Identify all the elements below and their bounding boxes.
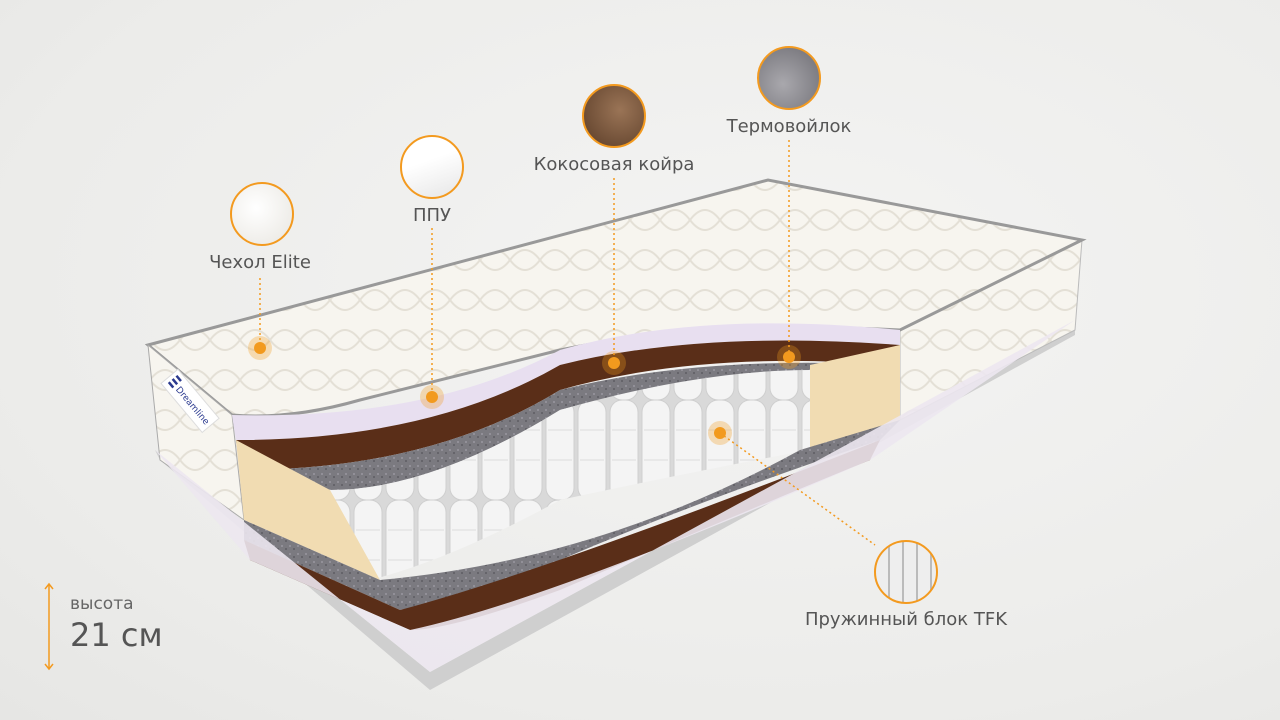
felt-thumbnail: [757, 46, 821, 110]
coir-layer: [236, 340, 900, 470]
foam-thumbnail: [400, 135, 464, 199]
layer-label-coir: Кокосовая койра: [533, 154, 695, 175]
foam-layer: [232, 323, 900, 440]
hotspot-foam: [426, 391, 438, 403]
quilted-fabric-thumbnail: [230, 182, 294, 246]
height-arrow-icon: [44, 582, 54, 671]
perimeter-foam-right: [810, 345, 900, 450]
hotspot-felt: [783, 351, 795, 363]
spring-block-thumbnail: [874, 540, 938, 604]
perimeter-foam-left: [236, 440, 380, 580]
hotspot-cover: [254, 342, 266, 354]
hotspot-dots: [248, 336, 801, 445]
coconut-coir-thumbnail: [582, 84, 646, 148]
hotspot-coir: [608, 357, 620, 369]
felt-layer: [240, 362, 890, 490]
height-caption: высота: [70, 594, 134, 614]
brand-logo-icon: [175, 374, 182, 382]
layer-label-felt: Термовойлок: [726, 116, 852, 137]
layer-label-cover: Чехол Elite: [209, 252, 311, 273]
spring-block: [330, 370, 810, 580]
leader-lines: [259, 140, 876, 546]
layer-label-foam: ППУ: [412, 205, 452, 226]
hotspot-springs: [714, 427, 726, 439]
height-value: 21 см: [70, 616, 163, 654]
layer-label-springs: Пружинный блок TFK: [804, 609, 1008, 630]
